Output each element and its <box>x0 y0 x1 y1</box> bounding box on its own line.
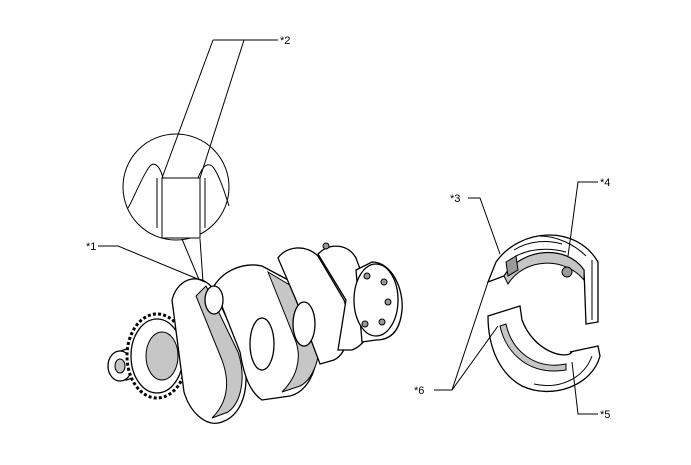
leader-lines <box>98 39 598 415</box>
crankshaft <box>107 242 403 424</box>
magnifier-detail <box>122 39 245 283</box>
tool-bar <box>161 39 245 179</box>
magnifier-circle <box>122 133 230 241</box>
callout-6: *6 <box>414 385 424 397</box>
rear-flange <box>322 242 403 343</box>
crank-journals <box>204 285 316 371</box>
oil-hole <box>561 266 573 278</box>
callout-1: *1 <box>86 241 96 253</box>
callout-4: *4 <box>600 177 610 189</box>
lower-bearing-shell <box>487 305 601 393</box>
callout-5: *5 <box>600 409 610 421</box>
front-counterweight <box>171 278 247 424</box>
callout-labels: *1 *2 *3 *4 *5 *6 <box>86 35 610 421</box>
upper-bearing-shell <box>486 234 599 325</box>
callout-2: *2 <box>280 35 290 47</box>
callout-3: *3 <box>450 193 460 205</box>
oil-hole-section <box>127 163 230 239</box>
